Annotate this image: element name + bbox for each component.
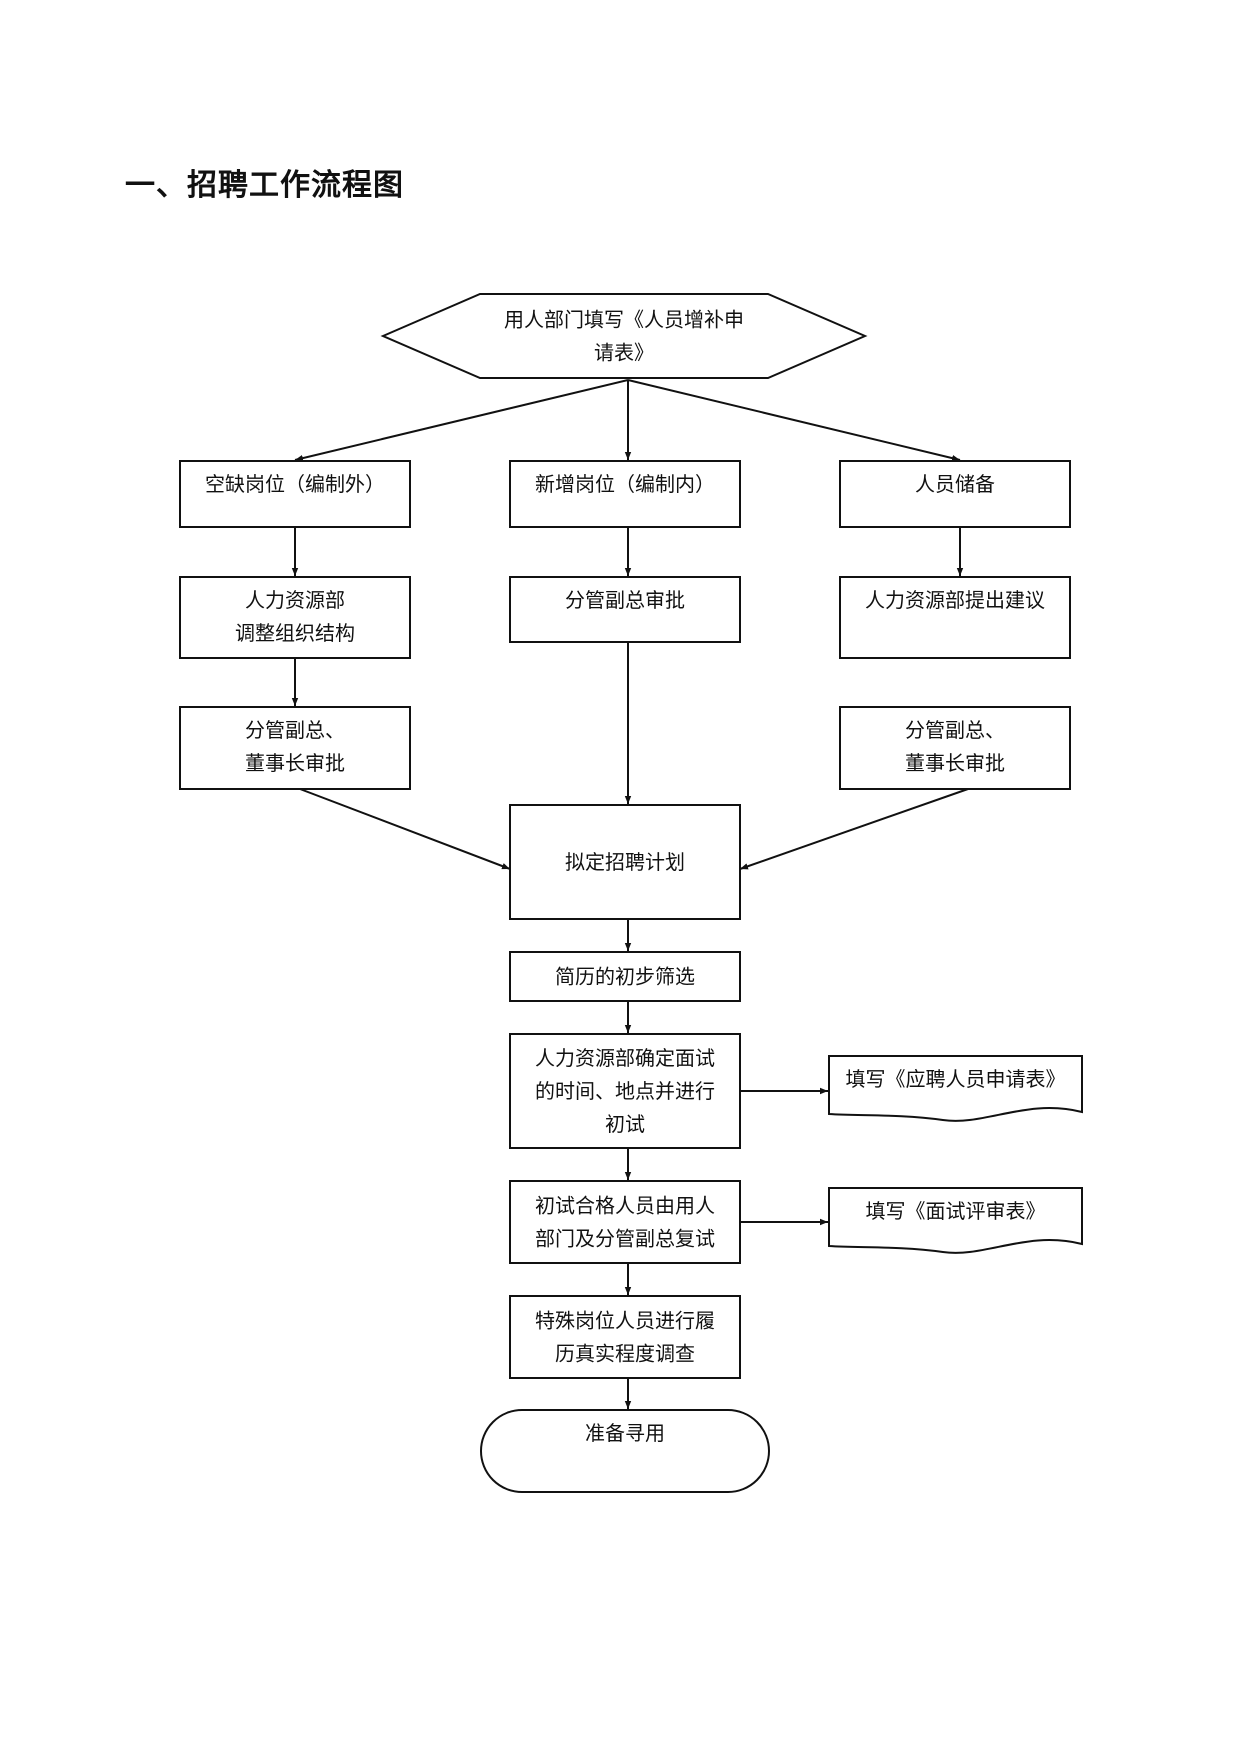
node-label: 特殊岗位人员进行履 bbox=[535, 1309, 715, 1333]
node-label: 分管副总、 bbox=[905, 718, 1005, 742]
node-label: 的时间、地点并进行 bbox=[535, 1079, 715, 1103]
page-title: 一、招聘工作流程图 bbox=[125, 168, 404, 203]
flow-arrow bbox=[299, 788, 511, 870]
node-label: 初试合格人员由用人 bbox=[535, 1194, 715, 1218]
node-label: 人力资源部确定面试 bbox=[535, 1046, 715, 1070]
flow-arrow bbox=[739, 788, 969, 870]
node-new: 新增岗位（编制内） bbox=[509, 460, 741, 528]
node-label: 填写《面试评审表》 bbox=[866, 1199, 1046, 1223]
process-box bbox=[839, 576, 1071, 659]
process-box bbox=[509, 1033, 741, 1149]
process-box bbox=[179, 706, 411, 790]
node-vp-chair-left: 分管副总、董事长审批 bbox=[179, 706, 411, 790]
flow-arrow bbox=[627, 379, 961, 462]
node-label: 准备寻用 bbox=[585, 1421, 665, 1445]
node-label: 初试 bbox=[605, 1112, 645, 1136]
document-shape bbox=[828, 1055, 1083, 1122]
process-box bbox=[509, 951, 741, 1002]
terminal-shape bbox=[480, 1409, 770, 1493]
node-form-apply: 填写《应聘人员申请表》 bbox=[828, 1055, 1083, 1122]
node-label: 董事长审批 bbox=[245, 751, 345, 775]
node-label: 拟定招聘计划 bbox=[565, 850, 685, 874]
node-label: 分管副总审批 bbox=[565, 588, 685, 612]
node-label: 部门及分管副总复试 bbox=[535, 1227, 715, 1251]
node-label: 调整组织结构 bbox=[235, 621, 355, 645]
node-reserve: 人员储备 bbox=[839, 460, 1071, 528]
process-box bbox=[509, 460, 741, 528]
node-label: 人力资源部提出建议 bbox=[865, 588, 1045, 612]
node-label: 请表》 bbox=[594, 341, 654, 365]
node-label: 新增岗位（编制内） bbox=[535, 472, 715, 496]
node-screen: 简历的初步筛选 bbox=[509, 951, 741, 1002]
node-hr-suggest: 人力资源部提出建议 bbox=[839, 576, 1071, 659]
process-box bbox=[509, 804, 741, 920]
node-label: 人员储备 bbox=[915, 472, 995, 496]
process-box bbox=[179, 460, 411, 528]
node-plan: 拟定招聘计划 bbox=[509, 804, 741, 920]
start-hexagon bbox=[380, 293, 868, 379]
document-shape bbox=[828, 1187, 1083, 1254]
process-box bbox=[509, 576, 741, 643]
node-vacant: 空缺岗位（编制外） bbox=[179, 460, 411, 528]
process-box bbox=[839, 460, 1071, 528]
node-label: 填写《应聘人员申请表》 bbox=[846, 1067, 1066, 1091]
node-label: 简历的初步筛选 bbox=[555, 965, 695, 989]
process-box bbox=[509, 1295, 741, 1379]
process-box bbox=[179, 576, 411, 659]
node-label: 用人部门填写《人员增补申 bbox=[504, 308, 744, 332]
process-box bbox=[509, 1180, 741, 1264]
node-end: 准备寻用 bbox=[480, 1409, 770, 1493]
node-vp-approve: 分管副总审批 bbox=[509, 576, 741, 643]
node-label: 董事长审批 bbox=[905, 751, 1005, 775]
node-form-review: 填写《面试评审表》 bbox=[828, 1187, 1083, 1254]
node-label: 空缺岗位（编制外） bbox=[205, 472, 385, 496]
process-box bbox=[839, 706, 1071, 790]
node-vp-chair-right: 分管副总、董事长审批 bbox=[839, 706, 1071, 790]
node-label: 分管副总、 bbox=[245, 718, 345, 742]
node-label: 人力资源部 bbox=[245, 588, 345, 612]
flow-arrow bbox=[294, 379, 629, 462]
node-label: 历真实程度调查 bbox=[555, 1342, 695, 1366]
